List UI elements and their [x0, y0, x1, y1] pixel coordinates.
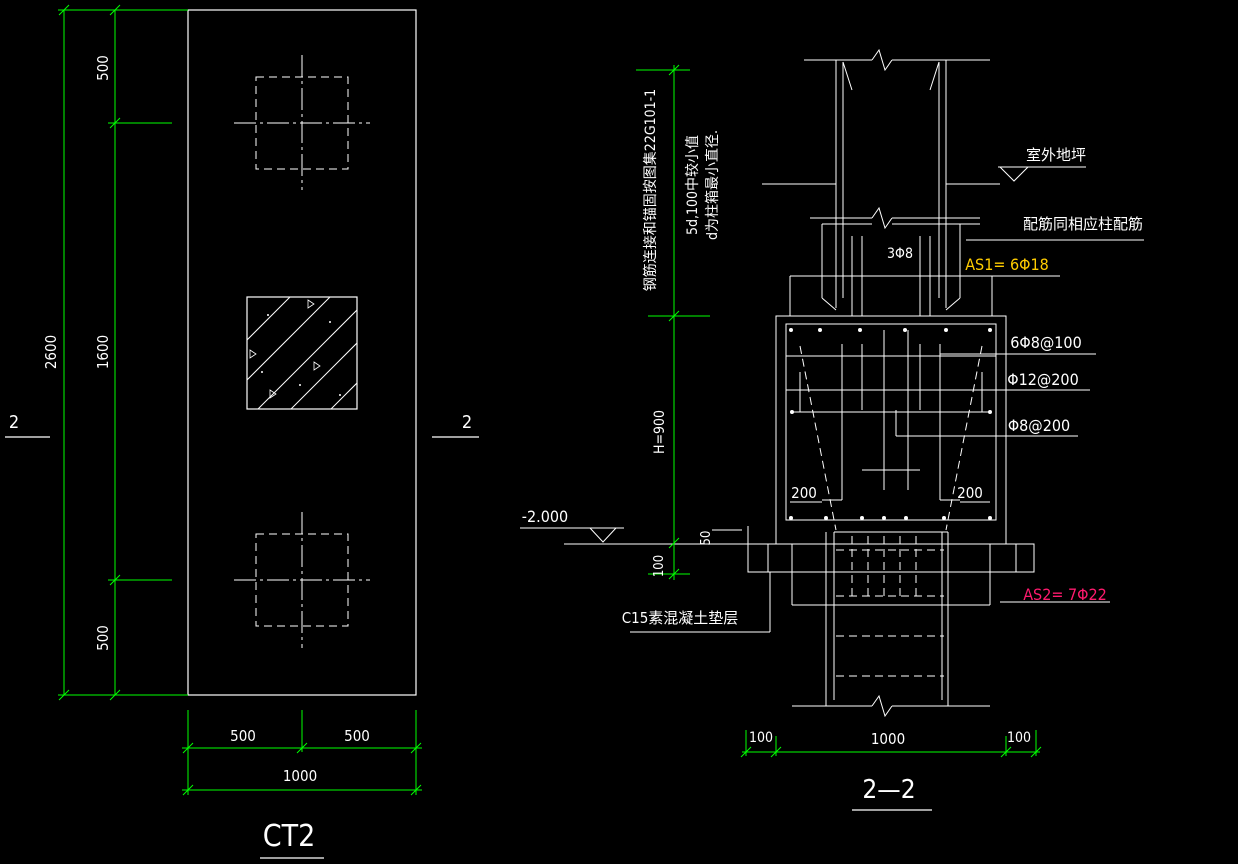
dim-bottom-1000: 1000 — [871, 730, 905, 748]
stirrup-top-label: 3Φ8 — [887, 246, 913, 262]
column-hatch — [247, 297, 357, 409]
dim-left-mid: 1600 — [94, 335, 112, 369]
rebar-dots — [789, 328, 992, 520]
dim-200-right: 200 — [957, 484, 983, 502]
dim-100-vertical: 100 — [652, 555, 667, 577]
section-mark-right: 2 — [462, 412, 472, 433]
dim-bottom-100-left: 100 — [749, 730, 773, 746]
dim-bottom-left: 500 — [230, 727, 256, 745]
dim-50: 50 — [699, 531, 714, 546]
dim-bottom-right: 500 — [344, 727, 370, 745]
section-dimensions — [636, 64, 1042, 758]
dim-bottom-total: 1000 — [283, 767, 317, 785]
as2-label: AS2= 7Φ22 — [1023, 585, 1107, 604]
rebar-phi12-label: Φ12@200 — [1007, 370, 1079, 389]
rebar-6phi8-label: 6Φ8@100 — [1010, 333, 1082, 352]
section-mark-left: 2 — [9, 412, 19, 433]
note-length: 5d,100中较小值 — [685, 135, 701, 235]
rebar-phi8-label: Φ8@200 — [1008, 416, 1070, 435]
cap-outline — [187, 9, 417, 696]
dim-left-top: 500 — [94, 55, 112, 81]
plan-bottom-dimensions — [182, 710, 422, 796]
dim-200-left: 200 — [791, 484, 817, 502]
dim-left-bottom: 500 — [94, 625, 112, 651]
plan-view: 2600 500 1600 500 500 500 1000 2 2 CT2 — [5, 4, 479, 859]
section-title: 2—2 — [862, 775, 915, 805]
elevation-label: -2.000 — [522, 507, 568, 526]
note-diameter: d为柱箱最小直径. — [704, 130, 721, 240]
section-view — [520, 48, 1144, 718]
column-rebar-label: 配筋同相应柱配筋 — [1023, 215, 1143, 233]
as1-label: AS1= 6Φ18 — [965, 255, 1049, 274]
plan-left-dimensions — [58, 4, 188, 701]
cushion-label: C15素混凝土垫层 — [622, 609, 739, 627]
ground-label: 室外地坪 — [1026, 146, 1086, 164]
dim-height: H=900 — [652, 410, 668, 454]
column-section — [246, 296, 358, 410]
dim-bottom-100-right: 100 — [1007, 730, 1031, 746]
dim-left-total: 2600 — [42, 335, 60, 369]
plan-title: CT2 — [263, 819, 316, 854]
note-code-reference: 钢筋连接和锚固按图集22G101-1 — [642, 89, 659, 291]
